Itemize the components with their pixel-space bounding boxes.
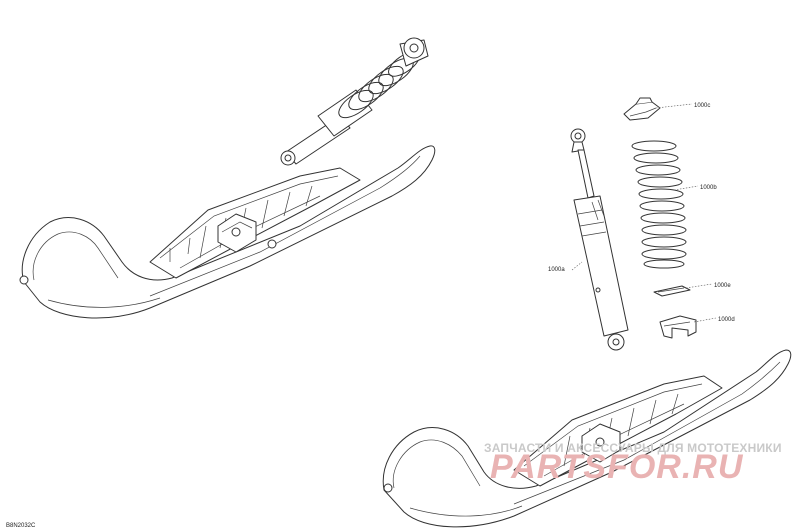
callout-1000a: 1000a: [548, 267, 565, 273]
callout-1000b: 1000b: [700, 185, 717, 191]
ski-assembly-bottom: [382, 349, 792, 528]
clip-1000d: [659, 315, 697, 339]
watermark: ЗАПЧАСТИ И АКСЕССУАРЫ ДЛЯ МОТОТЕХНИКИ PA…: [484, 441, 782, 486]
damper-1000a: [570, 128, 629, 351]
spring-1000b: [631, 140, 687, 269]
callout-1000d: 1000d: [718, 317, 735, 323]
seat-1000e: [653, 285, 691, 297]
shock-assembled: [280, 37, 429, 166]
callout-1000e: 1000e: [714, 283, 731, 289]
watermark-brand: PARTSFOR.RU: [490, 448, 744, 486]
shock-exploded: 1000c 1000b 1000a 1000e 1000d: [548, 97, 735, 351]
ski-assembly-top: [19, 37, 436, 319]
callout-1000c: 1000c: [694, 103, 710, 109]
watermark-tagline: ЗАПЧАСТИ И АКСЕССУАРЫ ДЛЯ МОТОТЕХНИКИ: [484, 441, 782, 455]
document-id: B8N2032C: [6, 523, 36, 529]
collar-1000c: [623, 97, 661, 121]
